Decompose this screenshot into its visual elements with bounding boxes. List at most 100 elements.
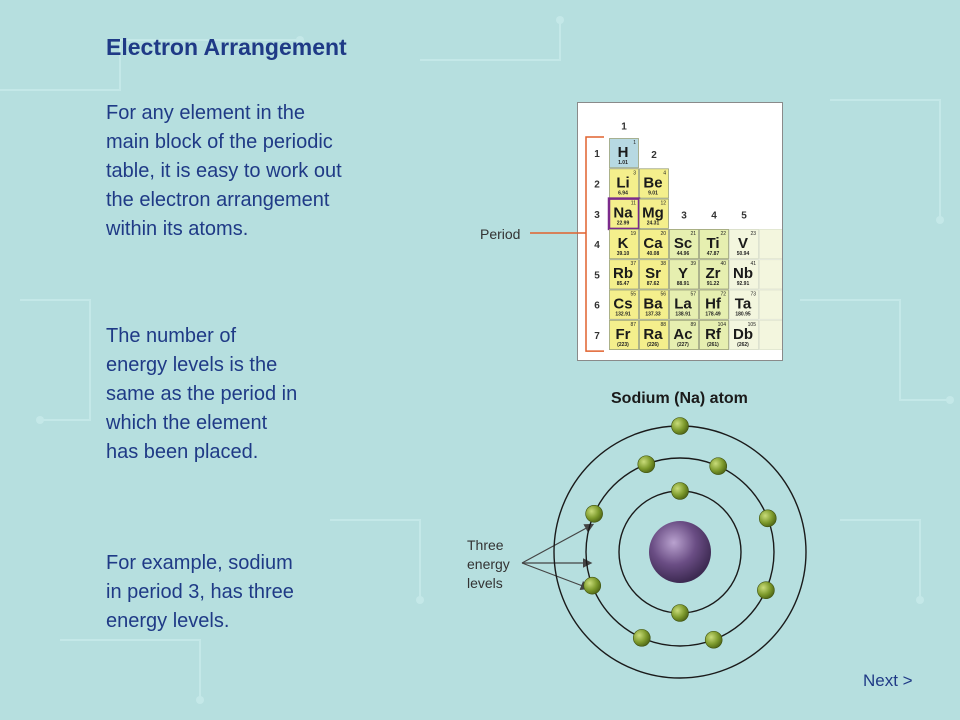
highlight-box <box>607 197 641 231</box>
atomic-number: 23 <box>750 231 756 237</box>
element-cell-box <box>609 319 639 351</box>
atomic-number: 37 <box>630 261 636 267</box>
element-symbol: La <box>674 296 692 313</box>
atomic-mass: 138.91 <box>675 312 691 318</box>
atomic-number: 1 <box>633 140 636 146</box>
text-line: same as the period in <box>106 383 298 405</box>
atomic-mass: (261) <box>707 342 719 348</box>
element-cell: 1H1.01 <box>609 138 639 169</box>
element-symbol: Hf <box>705 296 722 313</box>
element-cell-box <box>729 289 759 320</box>
next-link[interactable]: Next > <box>863 671 913 690</box>
group-number: 2 <box>651 150 657 161</box>
element-cell-box <box>669 319 699 351</box>
faded-cell <box>759 259 782 290</box>
element-symbol: H <box>618 144 629 161</box>
text-line: within its atoms. <box>106 218 249 240</box>
text-line: For any element in the <box>106 102 305 124</box>
faded-cell <box>759 289 782 320</box>
electron <box>757 581 775 600</box>
energy-levels-paragraph: The number of energy levels is the same … <box>106 322 406 467</box>
element-symbol: Zr <box>706 265 721 282</box>
element-cell-box <box>699 229 729 260</box>
atomic-mass: 91.22 <box>707 281 720 287</box>
text-line: in period 3, has three <box>106 581 294 603</box>
element-cell-box <box>699 319 729 351</box>
atomic-number: 105 <box>748 322 757 328</box>
page-title: Electron Arrangement <box>106 34 347 60</box>
element-cell-box <box>639 168 669 199</box>
element-symbol: Mg <box>642 205 664 222</box>
element-cell-box <box>609 229 639 260</box>
electron <box>671 482 689 500</box>
atomic-number: 11 <box>631 201 636 207</box>
element-cell-box <box>639 229 669 260</box>
atomic-number: 57 <box>690 292 696 298</box>
faded-cell <box>759 229 782 260</box>
element-symbol: Ti <box>706 235 719 252</box>
element-symbol: Be <box>643 174 662 191</box>
element-symbol: Nb <box>733 265 753 282</box>
atomic-number: 40 <box>720 261 726 267</box>
example-paragraph: For example, sodium in period 3, has thr… <box>106 549 406 636</box>
atomic-mass: 24.31 <box>647 221 660 227</box>
atomic-number: 104 <box>718 322 727 328</box>
atomic-mass: 180.95 <box>735 312 751 318</box>
period-number: 1 <box>594 149 600 160</box>
label-arrow <box>521 562 591 590</box>
period-number: 6 <box>594 301 600 312</box>
atomic-mass: 40.08 <box>647 251 660 257</box>
electron <box>758 509 777 528</box>
element-symbol: Fr <box>616 326 631 343</box>
energy-shell <box>585 457 775 647</box>
atomic-number: 87 <box>630 322 636 328</box>
electron <box>583 576 602 595</box>
element-cell-box <box>609 168 639 199</box>
group-number: 5 <box>741 211 747 222</box>
sodium-atom-diagram <box>521 417 807 679</box>
element-cell-box <box>639 319 669 351</box>
atomic-mass: 39.10 <box>617 251 630 257</box>
element-symbol: Rf <box>705 326 722 343</box>
element-cell-box <box>639 198 669 229</box>
atomic-number: 21 <box>690 231 696 237</box>
atomic-mass: 137.33 <box>645 312 661 318</box>
atomic-number: 3 <box>633 170 636 176</box>
energy-levels-label: Three energy levels <box>467 536 527 593</box>
electron <box>704 630 723 649</box>
text-line: The number of <box>106 325 237 347</box>
group-number: 1 <box>621 122 627 133</box>
text-line: energy levels is the <box>106 354 278 376</box>
period-number: 5 <box>594 270 600 281</box>
period-number: 7 <box>594 331 600 342</box>
atomic-number: 20 <box>660 231 666 237</box>
element-symbol: Db <box>733 326 753 343</box>
atomic-number: 73 <box>750 292 756 298</box>
period-pointer-line <box>530 232 586 234</box>
atomic-mass: 50.94 <box>737 251 750 257</box>
element-cell-box <box>609 289 639 320</box>
atomic-number: 4 <box>663 170 666 176</box>
element-cell-box <box>669 259 699 290</box>
label-arrow <box>521 523 595 564</box>
element-cell-box <box>699 289 729 320</box>
atomic-mass: 132.91 <box>615 312 631 318</box>
atomic-number: 22 <box>720 231 726 237</box>
